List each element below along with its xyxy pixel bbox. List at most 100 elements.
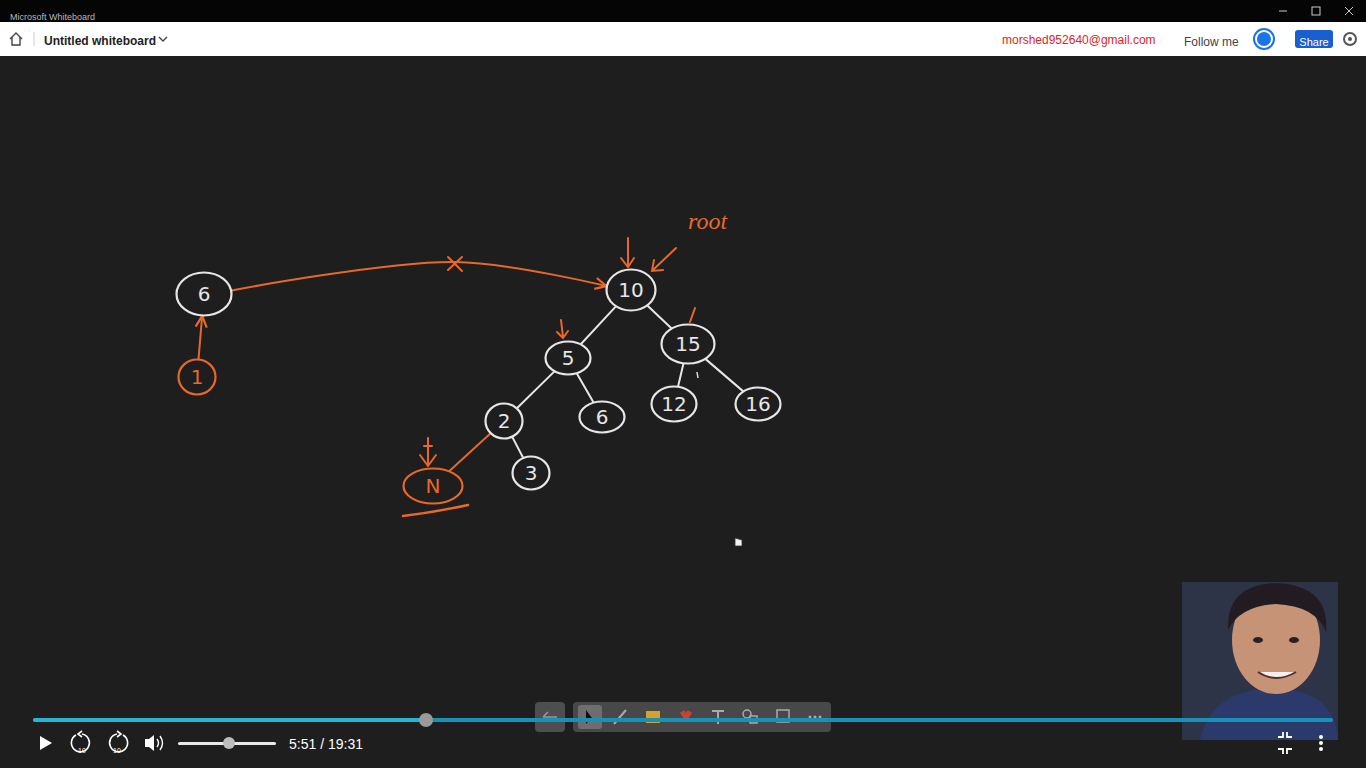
window-title: Microsoft Whiteboard	[10, 6, 95, 24]
node-value: 12	[661, 394, 686, 414]
node-ellipse	[179, 360, 216, 395]
tree-link	[678, 364, 683, 387]
menu-icon	[1319, 735, 1323, 751]
underline-mark	[403, 505, 468, 516]
exit-fullscreen-icon	[1278, 732, 1292, 754]
node-ellipse	[662, 325, 715, 364]
webcam-overlay	[1182, 582, 1338, 740]
close-icon	[1345, 7, 1353, 15]
skip-seconds: 10	[110, 739, 124, 757]
pointer-arrow	[652, 248, 676, 271]
pointer-arrow	[232, 262, 607, 291]
home-icon	[10, 33, 22, 45]
email-watermark: morshed952640@gmail.com	[1002, 33, 1156, 47]
select-tool	[578, 705, 602, 729]
pointer-arrow	[557, 320, 568, 338]
follow-button-text: Follow me	[1184, 32, 1239, 50]
volume-knob	[223, 737, 235, 749]
tree-node-circle: 16	[734, 386, 782, 422]
progress-track	[33, 718, 1333, 722]
pointer-arrow	[420, 438, 436, 466]
skip-seconds: 10	[75, 739, 89, 757]
person-eye	[1289, 637, 1299, 643]
node-value: 5	[562, 348, 575, 368]
undo-icon	[543, 712, 557, 717]
node-value: 15	[675, 334, 700, 354]
node-ellipse	[404, 469, 463, 504]
tree-node-circle: 6	[578, 400, 626, 434]
node-ellipse	[486, 404, 523, 439]
node-value: 6	[198, 284, 211, 304]
avatar-ring	[1254, 29, 1274, 49]
forward-icon	[117, 731, 121, 737]
email-watermark: morshed952640@gmail.com	[1002, 30, 1156, 48]
tree-node-circle: 5	[544, 340, 592, 376]
tree-node-circle: 1	[177, 358, 217, 396]
node-value: 10	[618, 280, 643, 300]
root-annotation: root	[688, 208, 727, 234]
maximize-icon	[1312, 7, 1320, 15]
tree-link	[706, 359, 743, 391]
skip-seconds: 10	[78, 747, 86, 754]
settings-icon	[1344, 33, 1356, 45]
person-shirt	[1200, 688, 1338, 740]
volume-icon	[157, 736, 163, 750]
pointer-arrow	[621, 238, 634, 267]
annotation-marks	[403, 238, 695, 516]
tree-link	[517, 372, 554, 408]
node-ellipse	[652, 387, 697, 422]
chevron-icon	[159, 37, 167, 41]
avatar-icon	[1257, 32, 1271, 46]
tree-link	[449, 434, 490, 471]
person-hair	[1228, 583, 1326, 632]
progress-played	[33, 718, 426, 722]
time-display: 5:51 / 19:31	[289, 736, 363, 752]
tree-node-circle: 2	[484, 402, 524, 440]
skip-seconds: 10	[113, 747, 121, 754]
node-ellipse	[177, 273, 232, 316]
person-eye	[1253, 637, 1263, 643]
app-header	[0, 22, 1366, 56]
rewind-icon	[78, 731, 82, 737]
volume-icon	[145, 735, 154, 751]
node-value: 2	[498, 411, 511, 431]
board-title: Untitled whiteboard	[44, 34, 156, 48]
separator	[34, 32, 35, 46]
undo-button	[535, 702, 565, 732]
title-bar	[0, 0, 1366, 22]
minimize-icon	[1279, 11, 1287, 12]
tree-node-circle: 6	[175, 271, 233, 317]
tree-node-circle: 15	[660, 323, 716, 365]
tree-link	[581, 307, 616, 344]
settings-icon	[1348, 37, 1352, 41]
node-value: 16	[745, 394, 770, 414]
node-value: 1	[191, 367, 204, 387]
window-title: Microsoft Whiteboard	[10, 12, 95, 22]
root-annotation: root	[688, 208, 727, 234]
pointer-tick	[690, 308, 695, 322]
node-value: N	[426, 476, 441, 496]
node-value: 3	[525, 463, 538, 483]
progress-knob	[419, 713, 433, 727]
node-ellipse	[607, 270, 656, 311]
text-tool-icon	[712, 711, 724, 724]
hand-cursor	[735, 538, 742, 546]
time-display: 5:51 / 19:31	[289, 735, 363, 753]
play-icon	[40, 736, 52, 750]
node-value: 6	[596, 407, 609, 427]
tree-link	[648, 306, 672, 329]
node-ellipse	[580, 402, 625, 433]
share-button-text: Share	[1295, 32, 1333, 50]
pointer-arrow	[199, 316, 203, 359]
tree-link	[577, 374, 593, 403]
board-title: Untitled whiteboard	[44, 31, 156, 49]
follow-button-text: Follow me	[1184, 35, 1239, 49]
toolbar	[573, 702, 831, 732]
share-button	[1295, 30, 1333, 48]
webcam-background	[1182, 582, 1338, 740]
tree-node-circle: 10	[605, 268, 657, 312]
tree-node-circle: 12	[650, 385, 698, 423]
tree-node-circle: N	[402, 467, 464, 505]
stray-mark	[697, 372, 698, 378]
